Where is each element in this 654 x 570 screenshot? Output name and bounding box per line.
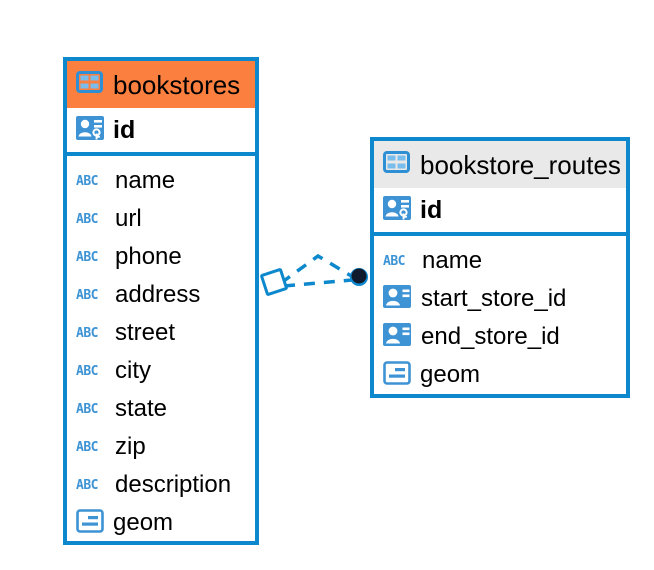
entity-title: bookstore_routes [420, 149, 621, 180]
field-label: geom [113, 509, 174, 536]
field-label: phone [115, 243, 182, 270]
field-row[interactable]: ABC city [67, 352, 255, 390]
primary-key-icon [383, 195, 412, 226]
field-label: start_store_id [421, 285, 567, 312]
text-type-icon: ABC [76, 363, 98, 379]
relationship-target-circle-icon[interactable] [350, 268, 368, 286]
geometry-type-icon [76, 508, 104, 538]
primary-key-label: id [113, 115, 136, 144]
primary-key-row-bookstore-routes[interactable]: id [374, 188, 626, 236]
entity-table-bookstore-routes[interactable]: bookstore_routes id ABC [370, 137, 630, 398]
foreign-key-icon [383, 322, 412, 352]
field-label: name [422, 247, 483, 274]
table-grid-icon [76, 71, 103, 98]
field-list-bookstore-routes: ABC name start_store_id [374, 236, 626, 402]
field-row[interactable]: ABC street [67, 314, 255, 352]
text-type-icon: ABC [76, 211, 98, 227]
field-label: name [115, 167, 176, 194]
field-row[interactable]: ABC description [67, 466, 255, 504]
entity-table-bookstores[interactable]: bookstores id ABC [63, 57, 259, 545]
primary-key-icon [76, 115, 105, 146]
field-row[interactable]: ABC name [67, 162, 255, 200]
field-label: end_store_id [421, 323, 560, 350]
geometry-type-icon [383, 360, 411, 390]
field-label: city [115, 357, 151, 384]
relationship-line-2[interactable] [283, 278, 353, 288]
entity-header-bookstores[interactable]: bookstores [67, 61, 255, 108]
table-grid-icon [383, 151, 410, 178]
field-label: address [115, 281, 201, 308]
field-row[interactable]: ABC state [67, 390, 255, 428]
text-type-icon: ABC [383, 253, 405, 269]
field-row[interactable]: ABC name [374, 242, 626, 280]
entity-title: bookstores [113, 69, 241, 100]
relationship-source-diamond-icon[interactable] [260, 268, 288, 296]
field-row[interactable]: ABC phone [67, 238, 255, 276]
text-type-icon: ABC [76, 325, 98, 341]
text-type-icon: ABC [76, 287, 98, 303]
field-label: url [115, 205, 142, 232]
text-type-icon: ABC [76, 439, 98, 455]
primary-key-row-bookstores[interactable]: id [67, 108, 255, 156]
entity-header-bookstore-routes[interactable]: bookstore_routes [374, 141, 626, 188]
field-row[interactable]: start_store_id [374, 280, 626, 318]
field-label: description [115, 471, 232, 498]
field-row[interactable]: ABC url [67, 200, 255, 238]
text-type-icon: ABC [76, 401, 98, 417]
text-type-icon: ABC [76, 173, 98, 189]
primary-key-label: id [420, 195, 443, 224]
field-row[interactable]: ABC address [67, 276, 255, 314]
field-row[interactable]: geom [67, 504, 255, 542]
foreign-key-icon [383, 284, 412, 314]
field-label: zip [115, 433, 146, 460]
field-list-bookstores: ABC name ABC url ABC phone ABC [67, 156, 255, 550]
text-type-icon: ABC [76, 249, 98, 265]
field-label: geom [420, 361, 481, 388]
field-row[interactable]: end_store_id [374, 318, 626, 356]
field-label: street [115, 319, 176, 346]
text-type-icon: ABC [76, 477, 98, 493]
field-row[interactable]: ABC zip [67, 428, 255, 466]
relationship-line-1[interactable] [279, 253, 354, 285]
field-label: state [115, 395, 168, 422]
field-row[interactable]: geom [374, 356, 626, 394]
